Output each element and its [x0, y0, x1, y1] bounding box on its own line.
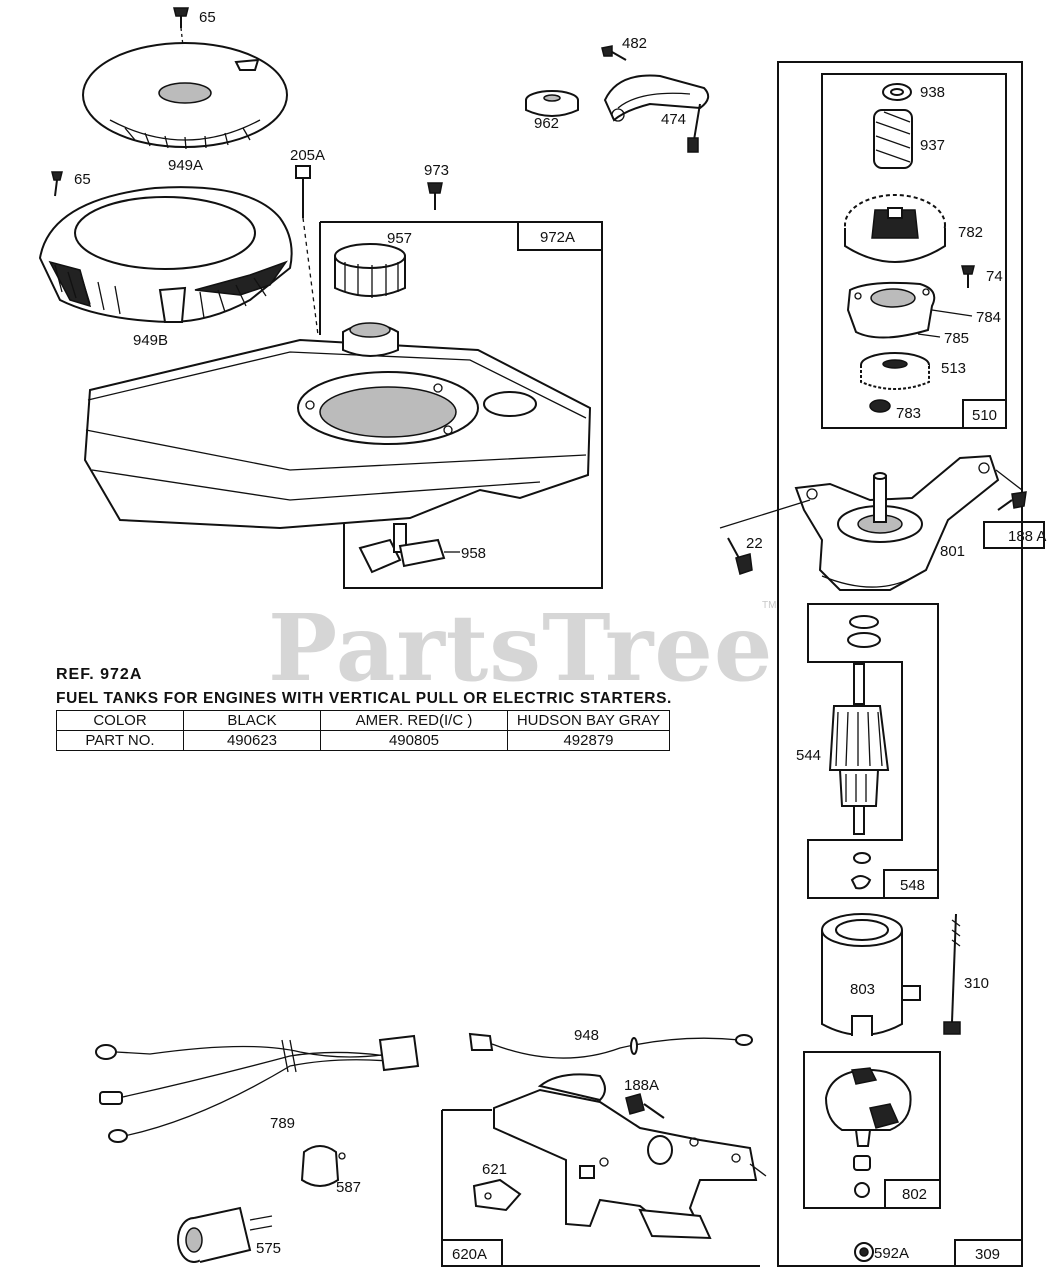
part-948-ground-wire[interactable] [468, 1032, 753, 1059]
label-782: 782 [958, 224, 983, 241]
part-65-screw-left[interactable] [51, 171, 63, 197]
part-949b-screen[interactable] [38, 186, 293, 324]
label-803: 803 [850, 981, 875, 998]
part-587-clip[interactable] [300, 1145, 346, 1187]
table-cell: 492879 [507, 730, 670, 751]
fuel-tank-part-table: COLOR BLACK AMER. RED(I/C ) HUDSON BAY G… [56, 710, 670, 751]
ref-description: FUEL TANKS FOR ENGINES WITH VERTICAL PUL… [56, 690, 672, 707]
part-482-screw[interactable] [601, 45, 627, 61]
label-949b: 949B [133, 332, 168, 349]
ref-title: REF. 972A [56, 666, 143, 683]
part-957-fuel-cap[interactable] [334, 243, 406, 298]
part-962-washer[interactable] [525, 90, 579, 117]
part-65-screw-top[interactable] [173, 7, 189, 47]
label-784: 784 [976, 309, 1001, 326]
part-803-motor-housing[interactable] [821, 913, 921, 1036]
label-587: 587 [336, 1179, 361, 1196]
table-cell: COLOR [56, 710, 184, 731]
label-510: 510 [972, 407, 997, 424]
table-header-row: COLOR BLACK AMER. RED(I/C ) HUDSON BAY G… [56, 710, 670, 731]
label-474: 474 [661, 111, 686, 128]
label-783: 783 [896, 405, 921, 422]
part-188a-bolt[interactable] [625, 1093, 665, 1119]
part-205a-bolt[interactable] [295, 165, 319, 336]
label-74: 74 [986, 268, 1003, 285]
part-938-clip[interactable] [882, 83, 912, 101]
part-control-bracket[interactable] [493, 1073, 767, 1240]
label-937: 937 [920, 137, 945, 154]
part-789-wire-harness[interactable] [95, 1034, 420, 1143]
watermark-tm: TM [762, 600, 776, 611]
part-575-switch[interactable] [177, 1206, 273, 1263]
label-188a-right: 188 A [1008, 528, 1046, 545]
part-949a-cover[interactable] [82, 42, 288, 150]
label-513: 513 [941, 360, 966, 377]
table-cell: 490623 [183, 730, 321, 751]
label-592a: 592A [874, 1245, 909, 1262]
box-510-outline [821, 73, 1007, 429]
table-row: PART NO. 490623 490805 492879 [56, 730, 670, 751]
ref-972a-block: REF. 972A FUEL TANKS FOR ENGINES WITH VE… [56, 666, 786, 751]
label-948: 948 [574, 1027, 599, 1044]
label-65-top: 65 [199, 9, 216, 26]
part-544-armature[interactable] [828, 663, 890, 835]
label-958: 958 [461, 545, 486, 562]
label-575: 575 [256, 1240, 281, 1257]
part-801-housing[interactable] [794, 454, 1000, 591]
label-785: 785 [944, 330, 969, 347]
label-205a: 205A [290, 147, 325, 164]
label-310: 310 [964, 975, 989, 992]
box-972a-outline [320, 221, 603, 589]
part-802-end-cap[interactable] [824, 1067, 912, 1198]
table-cell: HUDSON BAY GRAY [507, 710, 670, 731]
label-962: 962 [534, 115, 559, 132]
label-548: 548 [900, 877, 925, 894]
label-938: 938 [920, 84, 945, 101]
label-544: 544 [796, 747, 821, 764]
watermark-text: PartsTree [268, 594, 773, 702]
part-474-magneto[interactable] [603, 74, 710, 153]
label-949a: 949A [168, 157, 203, 174]
label-620a: 620A [452, 1246, 487, 1263]
part-188a-bolt-right[interactable] [995, 469, 1027, 511]
label-957: 957 [387, 230, 412, 247]
part-783-nut[interactable] [869, 399, 891, 413]
part-784-cover[interactable] [846, 281, 936, 339]
part-592a-nut[interactable] [854, 1242, 874, 1262]
part-621-link[interactable] [472, 1178, 522, 1212]
label-65-left: 65 [74, 171, 91, 188]
label-309: 309 [975, 1246, 1000, 1263]
label-789: 789 [270, 1115, 295, 1132]
label-22: 22 [746, 535, 763, 552]
part-937-pinion[interactable] [873, 109, 913, 169]
label-482: 482 [622, 35, 647, 52]
label-801: 801 [940, 543, 965, 560]
table-cell: 490805 [320, 730, 508, 751]
table-cell: AMER. RED(I/C ) [320, 710, 508, 731]
box-548-outline [807, 603, 939, 899]
table-cell: BLACK [183, 710, 321, 731]
part-513-gear[interactable] [860, 352, 930, 390]
part-548-washers[interactable] [847, 615, 881, 890]
label-973: 973 [424, 162, 449, 179]
part-74-screw[interactable] [961, 265, 975, 288]
part-310-thru-bolt[interactable] [943, 913, 961, 1035]
label-802: 802 [902, 1186, 927, 1203]
part-973-screw[interactable] [427, 182, 443, 210]
part-782-gear[interactable] [844, 194, 946, 263]
part-fuel-tank[interactable] [83, 322, 592, 530]
table-cell: PART NO. [56, 730, 184, 751]
label-621: 621 [482, 1161, 507, 1178]
label-188a: 188A [624, 1077, 659, 1094]
part-22-bolt[interactable] [719, 499, 811, 575]
part-958-fuel-valve[interactable] [358, 523, 460, 574]
label-972a: 972A [540, 229, 575, 246]
